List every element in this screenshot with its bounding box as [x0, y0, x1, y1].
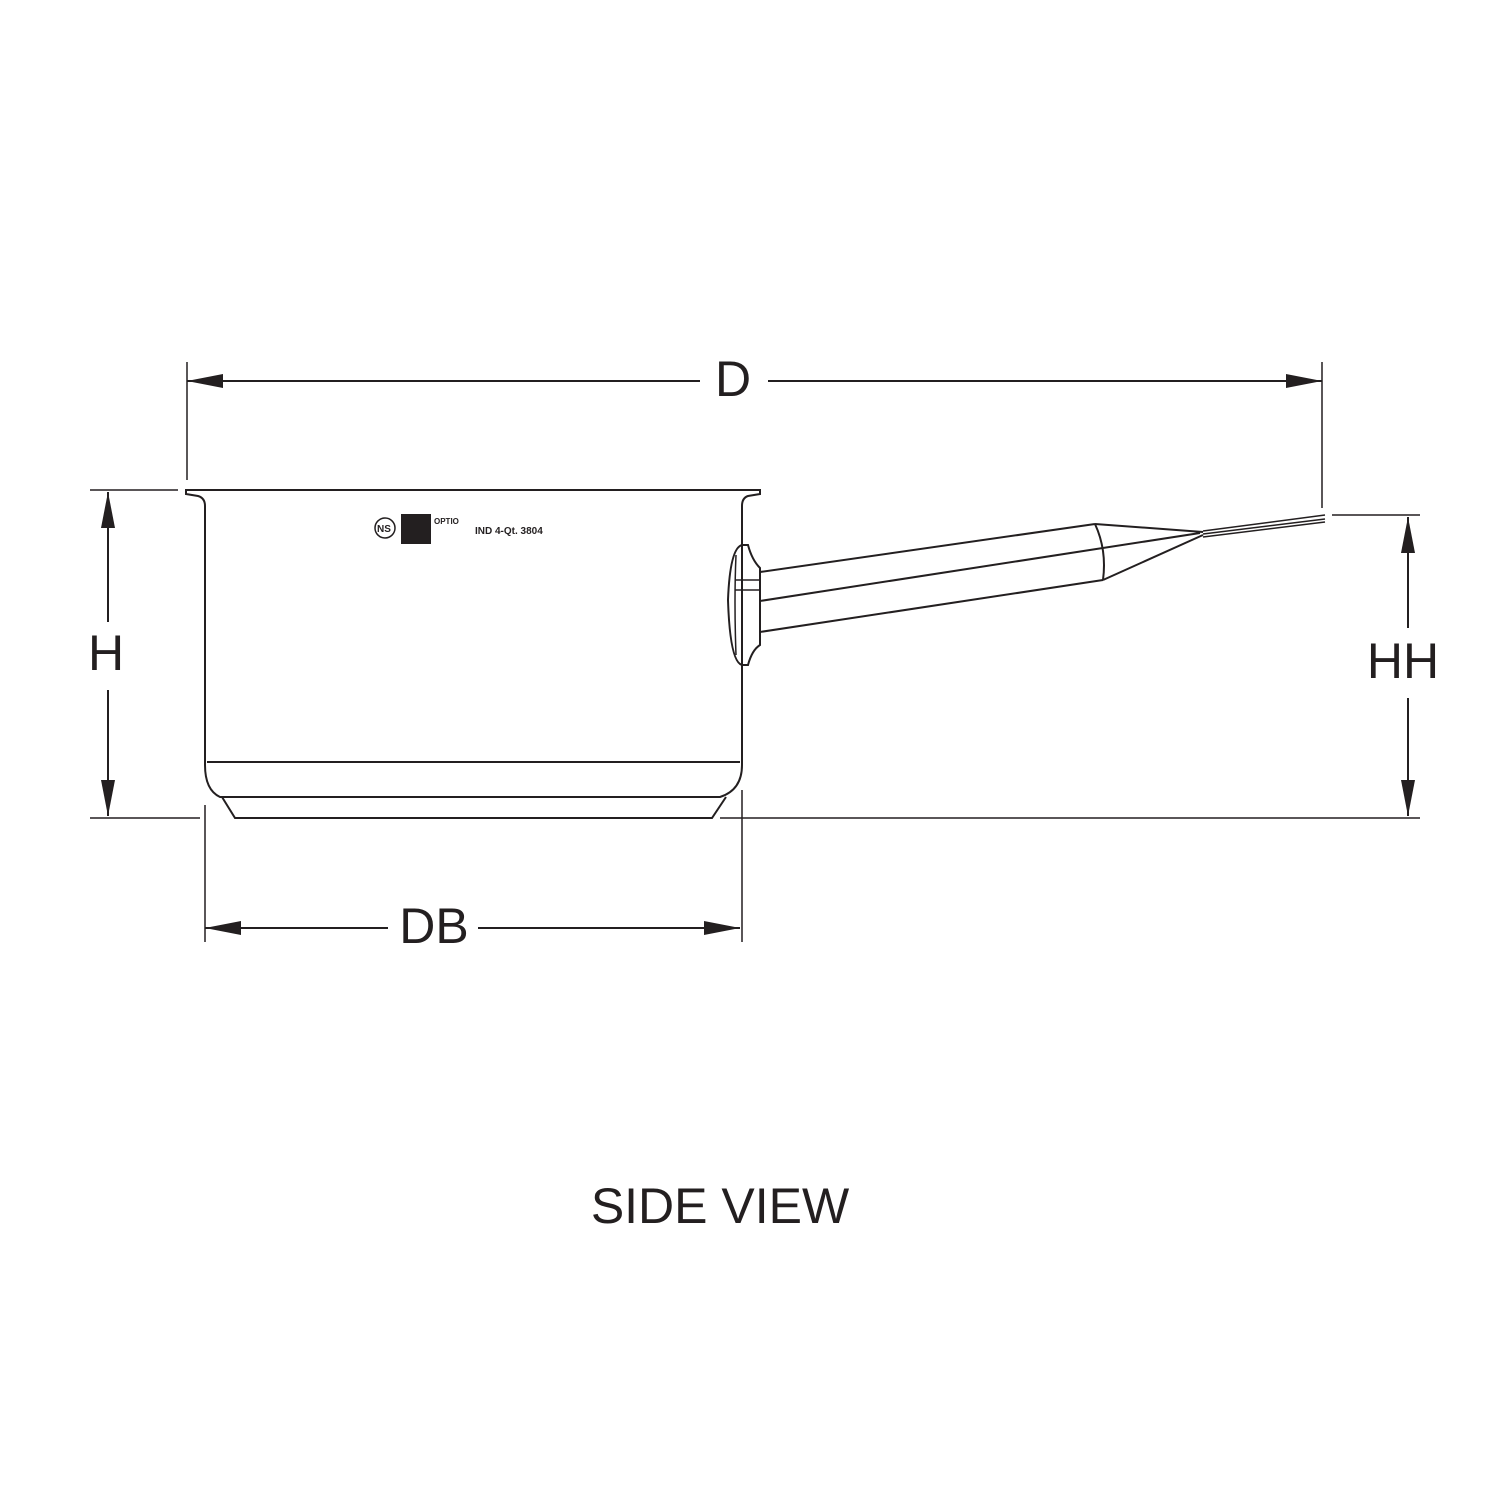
brand-mark: OPTIO — [434, 517, 459, 526]
pot-handle — [726, 514, 1326, 666]
label-db: DB — [399, 898, 468, 954]
pot-body — [185, 489, 761, 819]
label-d: D — [715, 351, 751, 407]
view-title: SIDE VIEW — [591, 1178, 850, 1234]
label-hh: HH — [1367, 633, 1439, 689]
label-h: H — [88, 625, 124, 681]
certification-mark: NS — [377, 524, 391, 535]
dimension-h: H — [88, 489, 178, 816]
dimension-d: D — [186, 351, 1323, 508]
dimension-db: DB — [204, 790, 743, 954]
dimension-hh: HH — [1332, 514, 1439, 816]
model-mark: IND 4-Qt. 3804 — [475, 526, 543, 537]
pot-marking: NS OPTIO IND 4-Qt. 3804 — [374, 514, 543, 544]
